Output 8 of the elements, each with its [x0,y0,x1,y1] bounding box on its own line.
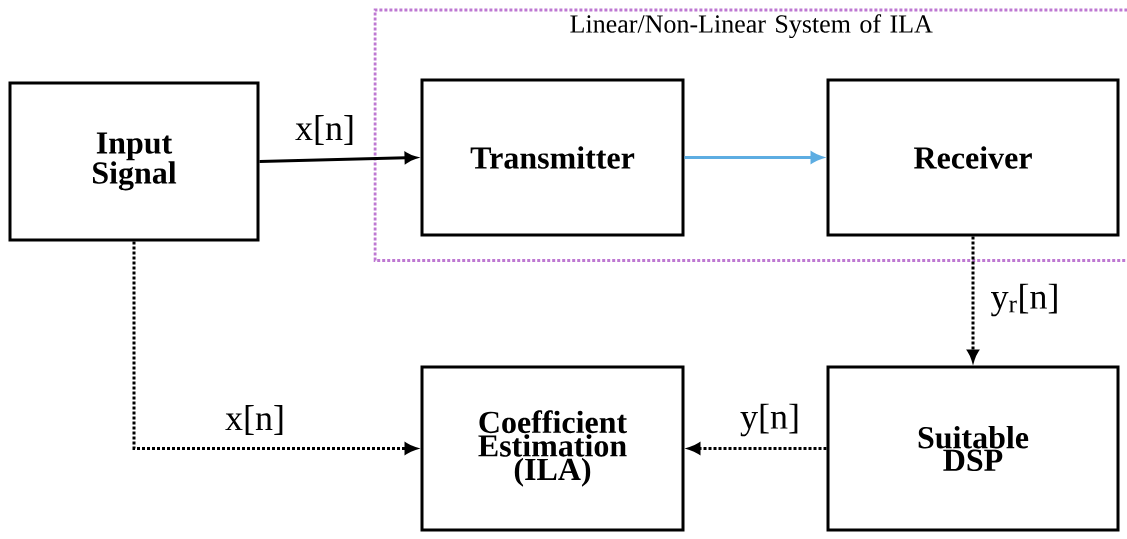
process-box: Transmitter [420,78,685,237]
process-box: Input Signal [8,81,260,242]
edge-label: x[n] [295,115,353,145]
edge-label: y[n] [740,403,798,437]
process-box: Receiver [826,78,1120,237]
process-box: Coefficient Estimation (ILA) [420,365,685,532]
process-box: Suitable DSP [826,365,1120,532]
edge-label: y$_{r}$[n] [991,283,1057,317]
